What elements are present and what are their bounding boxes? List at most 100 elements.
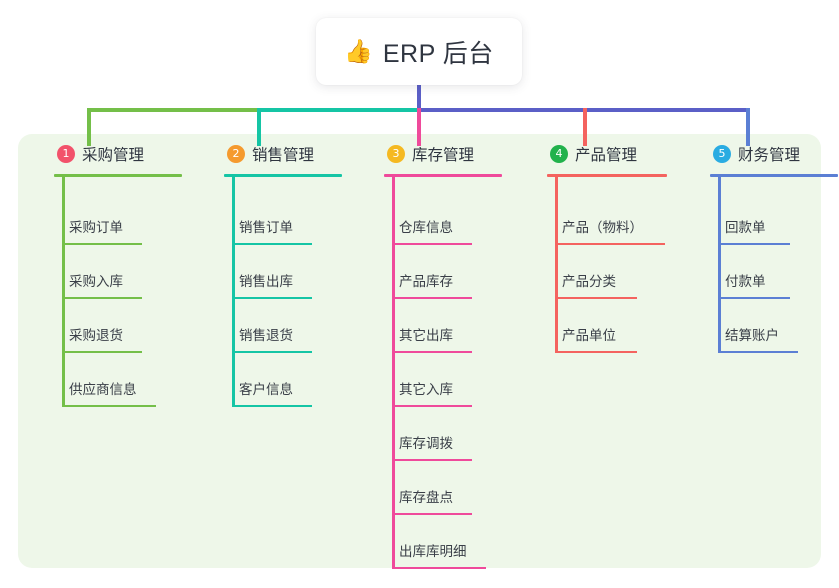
list-item-rule: [392, 567, 486, 569]
list-item-rule: [392, 351, 472, 353]
column-header-5[interactable]: 5 财务管理: [693, 134, 839, 174]
connector-drop-finance: [746, 108, 750, 146]
list-item[interactable]: 产品（物料）: [530, 191, 690, 245]
column-item-list: 仓库信息产品库存其它出库其它入库库存调拨库存盘点出库库明细: [367, 177, 527, 569]
list-item-label: 付款单: [725, 274, 766, 289]
list-item-rule: [232, 405, 312, 407]
list-item-rule: [62, 351, 142, 353]
column-number-badge: 3: [387, 145, 405, 163]
list-item-label: 出库库明细: [399, 544, 467, 559]
list-item-rule: [392, 513, 472, 515]
list-item-label: 供应商信息: [69, 382, 137, 397]
column-title: 产品管理: [575, 147, 638, 164]
column-2: 2 销售管理销售订单销售出库销售退货客户信息: [207, 134, 367, 407]
column-item-list: 回款单付款单结算账户: [693, 177, 839, 353]
column-header-1[interactable]: 1 采购管理: [37, 134, 202, 174]
column-title: 库存管理: [412, 147, 475, 164]
list-item-label: 其它出库: [399, 328, 453, 343]
list-item-rule: [392, 459, 472, 461]
column-title: 采购管理: [82, 147, 145, 164]
list-item[interactable]: 销售订单: [207, 191, 367, 245]
column-header-3[interactable]: 3 库存管理: [367, 134, 527, 174]
list-item-rule: [555, 351, 637, 353]
root-node-title: ERP 后台: [382, 39, 494, 68]
column-5: 5 财务管理回款单付款单结算账户: [693, 134, 839, 353]
column-header-rule: [224, 174, 342, 177]
connector-drop-purchase: [87, 108, 91, 146]
list-item[interactable]: 回款单: [693, 191, 839, 245]
list-item-label: 库存调拨: [399, 436, 453, 451]
list-item-label: 产品单位: [562, 328, 616, 343]
connector-trunk-vertical: [417, 85, 421, 112]
list-item-rule: [392, 405, 472, 407]
list-item[interactable]: 库存盘点: [367, 461, 527, 515]
list-item[interactable]: 供应商信息: [37, 353, 202, 407]
connector-bus-segment-teal: [257, 108, 419, 112]
column-spine: [62, 177, 65, 407]
list-item-label: 回款单: [725, 220, 766, 235]
list-item-rule: [62, 243, 142, 245]
column-number-badge: 1: [57, 145, 75, 163]
column-item-list: 产品（物料） 产品分类产品单位: [530, 177, 690, 353]
list-item-rule: [62, 405, 156, 407]
list-item[interactable]: 付款单: [693, 245, 839, 299]
column-number-badge: 2: [227, 145, 245, 163]
list-item-label: 其它入库: [399, 382, 453, 397]
list-item[interactable]: 采购订单: [37, 191, 202, 245]
list-item[interactable]: 销售出库: [207, 245, 367, 299]
list-item-label: 仓库信息: [399, 220, 453, 235]
list-item[interactable]: 产品库存: [367, 245, 527, 299]
column-header-rule: [54, 174, 182, 177]
list-item[interactable]: 出库库明细: [367, 515, 527, 569]
column-spine: [555, 177, 558, 353]
list-item-label: 采购入库: [69, 274, 123, 289]
column-spine: [718, 177, 721, 353]
column-header-2[interactable]: 2 销售管理: [207, 134, 367, 174]
list-item[interactable]: 产品分类: [530, 245, 690, 299]
connector-bus-segment-green: [87, 108, 259, 112]
column-spine: [392, 177, 395, 569]
list-item-rule: [718, 243, 790, 245]
column-title: 销售管理: [252, 147, 315, 164]
connector-drop-sales: [257, 108, 261, 146]
list-item-rule: [555, 243, 665, 245]
list-item[interactable]: 销售退货: [207, 299, 367, 353]
column-container: 1 采购管理采购订单采购入库采购退货供应商信息 2 销售管理销售订单销售出库销售退货客…: [18, 134, 838, 569]
connector-drop-product: [583, 108, 587, 146]
list-item-label: 客户信息: [239, 382, 293, 397]
list-item-rule: [392, 297, 472, 299]
list-item[interactable]: 结算账户: [693, 299, 839, 353]
list-item-rule: [555, 297, 637, 299]
list-item-rule: [718, 297, 790, 299]
list-item-label: 产品分类: [562, 274, 616, 289]
list-item-label: 销售订单: [239, 220, 293, 235]
column-4: 4 产品管理产品（物料） 产品分类产品单位: [530, 134, 690, 353]
column-title: 财务管理: [738, 147, 801, 164]
column-spine: [232, 177, 235, 407]
list-item[interactable]: 采购退货: [37, 299, 202, 353]
list-item[interactable]: 产品单位: [530, 299, 690, 353]
list-item[interactable]: 仓库信息: [367, 191, 527, 245]
list-item-rule: [232, 243, 312, 245]
list-item-label: 采购退货: [69, 328, 123, 343]
root-node-card[interactable]: 👍 ERP 后台: [316, 18, 522, 85]
column-number-badge: 5: [713, 145, 731, 163]
list-item[interactable]: 其它入库: [367, 353, 527, 407]
list-item-label: 销售退货: [239, 328, 293, 343]
list-item[interactable]: 库存调拨: [367, 407, 527, 461]
column-header-rule: [547, 174, 667, 177]
list-item-label: 产品（物料）: [562, 220, 643, 235]
list-item-label: 结算账户: [725, 328, 779, 343]
list-item-rule: [62, 297, 142, 299]
list-item-label: 销售出库: [239, 274, 293, 289]
list-item-rule: [392, 243, 472, 245]
column-number-badge: 4: [550, 145, 568, 163]
list-item[interactable]: 采购入库: [37, 245, 202, 299]
column-header-rule: [710, 174, 838, 177]
connector-drop-inventory: [417, 108, 421, 146]
list-item-rule: [232, 351, 312, 353]
column-header-4[interactable]: 4 产品管理: [530, 134, 690, 174]
list-item[interactable]: 客户信息: [207, 353, 367, 407]
thumbs-up-icon: 👍: [344, 38, 373, 64]
list-item[interactable]: 其它出库: [367, 299, 527, 353]
